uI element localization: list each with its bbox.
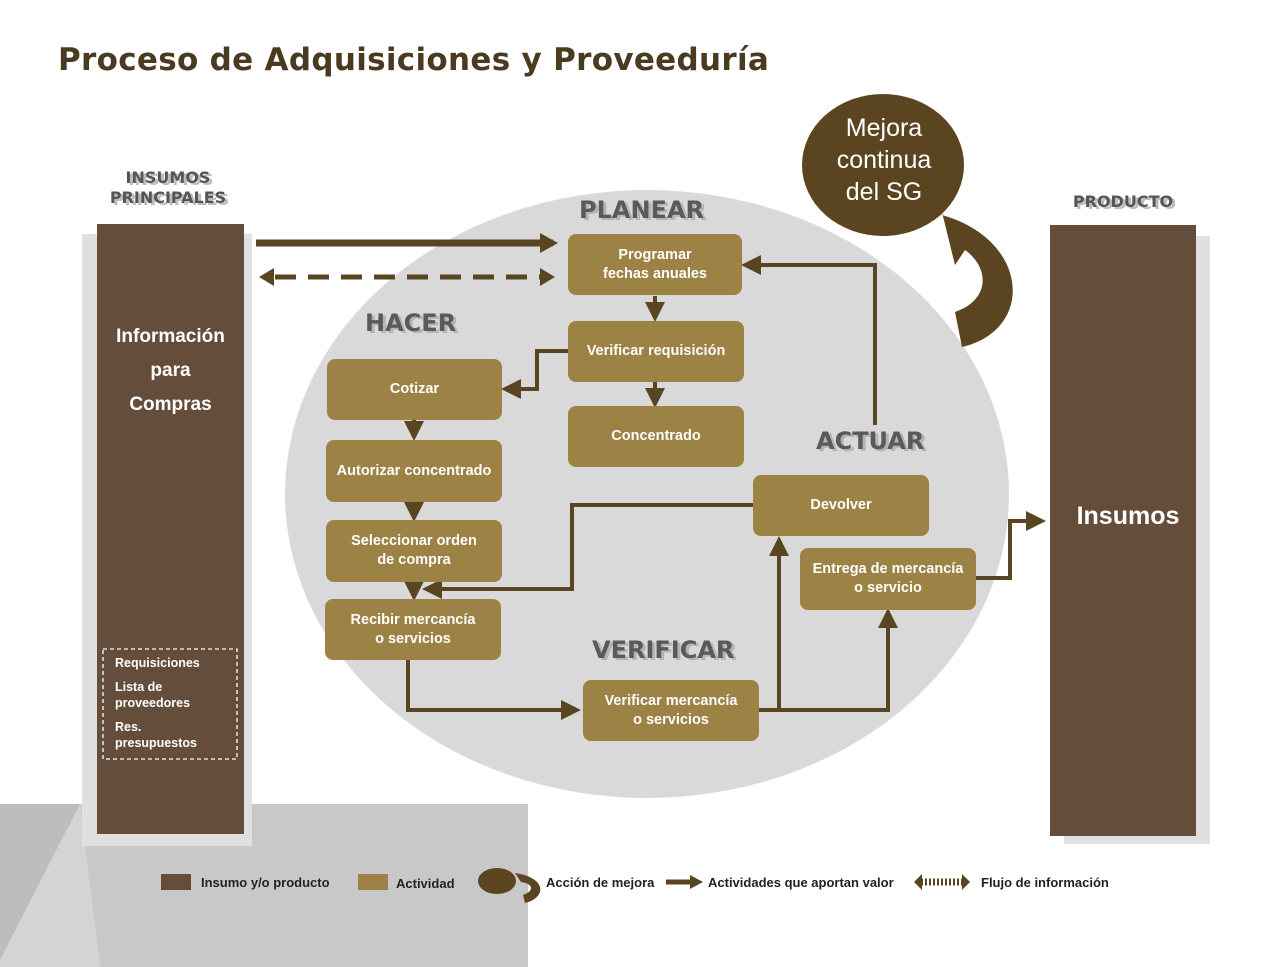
legend-accion-label: Acción de mejora	[546, 875, 655, 890]
arrow-entrega-insumos	[976, 511, 1046, 580]
arrow-recibir-verificar	[406, 660, 581, 720]
arrow-actuar-programar	[741, 255, 877, 425]
right-column-rect	[1050, 225, 1196, 836]
activity-cotizar: Cotizar	[327, 359, 502, 420]
left-title-line-3: Compras	[129, 394, 212, 415]
legend-mejora-arrow	[515, 873, 541, 903]
insumos-principales-header: INSUMOS PRINCIPALES	[90, 168, 246, 208]
left-column-title: Información para Compras	[97, 320, 244, 422]
left-title-line-1: Información	[116, 326, 225, 347]
mejora-line-1: Mejora	[845, 114, 923, 142]
producto-header: PRODUCTO	[1072, 192, 1174, 211]
arrow-verificar-cotizar	[501, 349, 568, 399]
arrow-info-head-left	[259, 268, 274, 286]
activity-verificar-mercancia: Verificar mercancía o servicios	[583, 680, 759, 741]
activity-devolver: Devolver	[753, 475, 929, 536]
mejora-line-3: del SG	[845, 178, 923, 206]
input-list: Requisiciones Lista de proveedores Res. …	[115, 655, 235, 751]
mejora-line-2: continua	[836, 146, 932, 174]
legend-flujo-label: Flujo de información	[981, 875, 1109, 890]
activity-concentrado: Concentrado	[568, 406, 744, 467]
page-title: Proceso de Adquisiciones y Proveeduría	[58, 42, 770, 78]
improvement-curved-arrow	[938, 196, 1013, 347]
legend-insumo-label: Insumo y/o producto	[201, 875, 330, 890]
left-column-rect	[97, 224, 244, 834]
legend-valor-arrow-head	[690, 875, 703, 889]
legend-actividad-swatch	[358, 874, 388, 890]
legend-flujo-head-right	[962, 874, 970, 890]
arrow-input-solid-head	[540, 233, 558, 253]
legend-insumo-swatch	[161, 874, 191, 890]
list-box-border	[102, 648, 238, 760]
insumos-header-line-2: PRINCIPALES	[109, 188, 227, 207]
activity-verificar-requisicion: Verificar requisición	[568, 321, 744, 382]
activity-seleccionar: Seleccionar orden de compra	[326, 520, 502, 582]
left-title-line-2: para	[150, 360, 191, 381]
right-column-label: Insumos	[1076, 502, 1180, 530]
legend-valor-label: Actividades que aportan valor	[708, 875, 894, 890]
arrow-devolver-seleccionar	[422, 503, 754, 599]
input-list-item: Requisiciones	[115, 656, 200, 670]
legend-actividad-label: Actividad	[396, 876, 455, 891]
mejora-text: Mejora continua del SG	[810, 112, 958, 208]
input-list-item: Lista de proveedores	[115, 680, 191, 710]
activity-entrega: Entrega de mercancía o servicio	[800, 548, 976, 610]
legend-mejora-circle	[478, 868, 516, 894]
phase-actuar: ACTUAR	[816, 427, 925, 455]
arrow-info-head-right	[540, 268, 555, 286]
insumos-header-line-1: INSUMOS	[125, 168, 211, 187]
arrow-verificar-entrega	[779, 608, 898, 712]
phase-planear: PLANEAR	[579, 196, 704, 224]
input-list-item: Res. presupuestos	[115, 720, 197, 750]
phase-hacer: HACER	[365, 309, 457, 337]
activity-autorizar: Autorizar concentrado	[326, 440, 502, 502]
bottom-grey-facet-2	[0, 804, 100, 967]
activity-recibir: Recibir mercancía o servicios	[325, 599, 501, 660]
activity-programar: Programar fechas anuales	[568, 234, 742, 295]
mejora-circle	[802, 94, 964, 236]
legend-flujo-head-left	[914, 874, 922, 890]
phase-verificar: VERIFICAR	[592, 636, 735, 664]
